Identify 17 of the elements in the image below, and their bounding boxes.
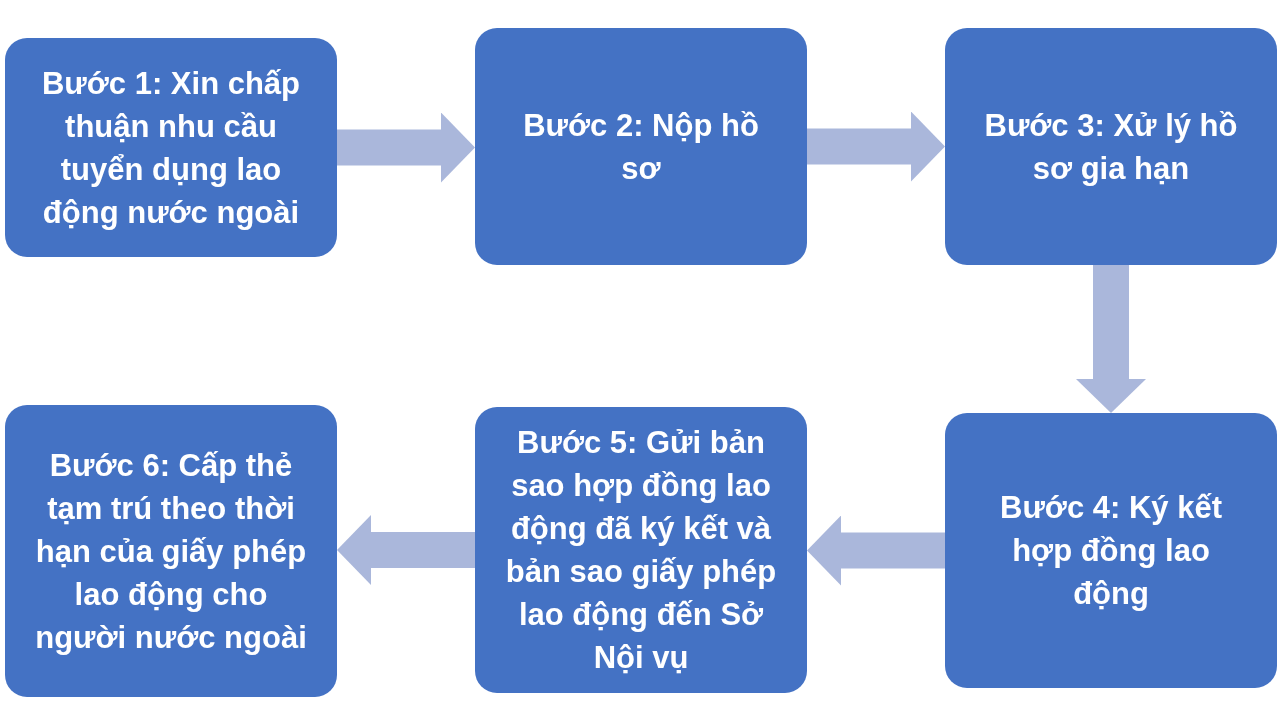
block-arrow [337, 112, 475, 183]
step-text: Bước 6: Cấp thẻ tạm trú theo thời hạn của giấy phép lao động cho người nước ngoài [34, 446, 308, 657]
step-text: Bước 3: Xử lý hồ sơ gia hạn [983, 106, 1239, 188]
step-text: Bước 4: Ký kết hợp đồng lao động [999, 489, 1223, 613]
step-box [5, 405, 337, 697]
step-box [945, 28, 1277, 265]
block-arrow [807, 515, 945, 586]
step-text: Bước 2: Nộp hồ sơ [522, 106, 760, 188]
step-text: Bước 1: Xin chấp thuận nhu cầu tuyển dụng lao động nước ngoài [40, 64, 302, 232]
block-arrow [1076, 265, 1146, 413]
step-box [475, 28, 807, 265]
step-box [945, 413, 1277, 688]
block-arrow [337, 515, 475, 585]
step-box [5, 38, 337, 257]
step-box [475, 407, 807, 693]
block-arrow [807, 111, 945, 182]
step-text: Bước 5: Gửi bản sao hợp đồng lao động đã ký kết và bản sao giấy phép lao động đến Sở Nội vụ [504, 424, 778, 677]
